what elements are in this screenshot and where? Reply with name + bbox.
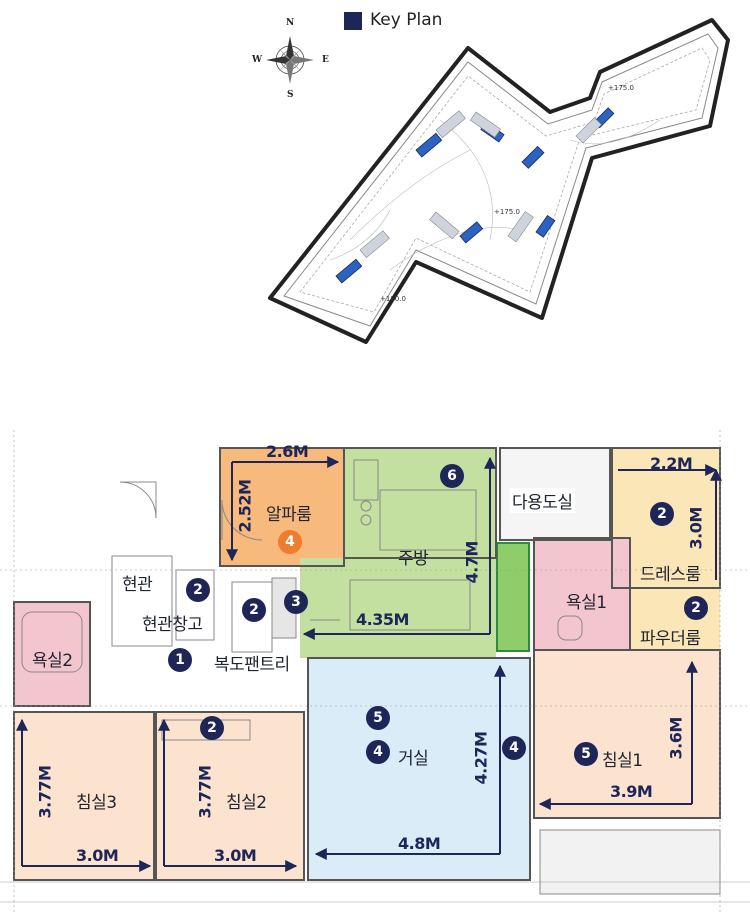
key-plan: Key Plan N S E W [240, 0, 750, 360]
room-label-powder: 파우더룸 [640, 629, 701, 649]
badge-alpha: 4 [278, 530, 302, 554]
badge-living-4: 4 [366, 740, 390, 764]
dimension-arrows [16, 456, 722, 872]
key-plan-legend-label: Key Plan [370, 10, 443, 30]
room-label-bath1: 욕실1 [566, 593, 607, 613]
badge-bed1: 5 [574, 742, 598, 766]
bed1-area [534, 650, 720, 818]
key-plan-legend-swatch [344, 12, 362, 30]
room-label-bed1: 침실1 [602, 751, 643, 771]
powder-room-area [630, 588, 720, 650]
elevation-3: +180.0 [380, 295, 406, 303]
room-label-pantry: 복도팬트리 [214, 655, 290, 675]
site-plan [268, 18, 730, 344]
badge-kitchen: 6 [440, 464, 464, 488]
dim-bed1-height: 3.6M [666, 717, 686, 760]
badge-entrance: 2 [186, 578, 210, 602]
compass-s: S [287, 90, 294, 100]
room-label-storage: 현관창고 [142, 615, 203, 635]
badge-bed2: 2 [200, 716, 224, 740]
dim-bed3-width: 3.0M [76, 846, 119, 865]
compass-n: N [286, 18, 295, 28]
room-label-dress: 드레스룸 [640, 565, 701, 585]
badge-dress: 2 [650, 502, 674, 526]
room-label-alpha: 알파룸 [266, 505, 312, 525]
elevation-1: +175.0 [608, 84, 634, 92]
dim-living-width: 4.8M [398, 834, 441, 853]
dim-kitchen-width: 4.35M [356, 610, 409, 629]
compass-icon [266, 36, 314, 84]
badge-living-4b: 4 [502, 736, 526, 760]
room-label-bed3: 침실3 [76, 793, 117, 813]
living-area [308, 658, 530, 880]
compass-w: W [252, 55, 263, 65]
bed3-area [14, 712, 154, 880]
kitchen-lower-area [300, 558, 496, 658]
room-label-utility: 다용도실 [510, 488, 575, 513]
dim-bed3-height: 3.77M [35, 765, 55, 819]
dim-dress-height: 3.0M [686, 507, 706, 550]
dim-bed2-height: 3.77M [195, 765, 215, 819]
floor-plan: 알파룸 주방 다용도실 드레스룸 욕실1 파우더룸 현관 현관창고 욕실2 복도… [0, 430, 750, 913]
dim-dress-width: 2.2M [650, 454, 693, 473]
badge-hall: 1 [168, 648, 192, 672]
elevation-2: +175.0 [494, 208, 520, 216]
room-label-entrance: 현관 [122, 575, 153, 595]
dim-kitchen-height: 4.7M [462, 541, 482, 584]
wall-lines [0, 430, 750, 913]
balcony-area [540, 830, 720, 894]
fridge-area [496, 542, 530, 652]
kitchen-area [344, 448, 496, 558]
room-label-kitchen: 주방 [398, 549, 429, 569]
room-label-bath2: 욕실2 [32, 651, 73, 671]
bath2-area [14, 602, 90, 706]
badge-living-5: 5 [366, 706, 390, 730]
badge-powder: 2 [684, 596, 708, 620]
dim-alpha-width: 2.6M [266, 442, 309, 461]
badge-storage: 2 [242, 598, 266, 622]
room-label-living: 거실 [398, 749, 429, 769]
dim-bed2-width: 3.0M [214, 846, 257, 865]
compass-e: E [322, 55, 329, 65]
badge-pantry: 3 [284, 590, 308, 614]
dim-alpha-height: 2.52M [235, 479, 255, 533]
dim-bed1-width: 3.9M [610, 782, 653, 801]
dim-living-height: 4.27M [471, 731, 491, 785]
room-label-bed2: 침실2 [226, 793, 267, 813]
